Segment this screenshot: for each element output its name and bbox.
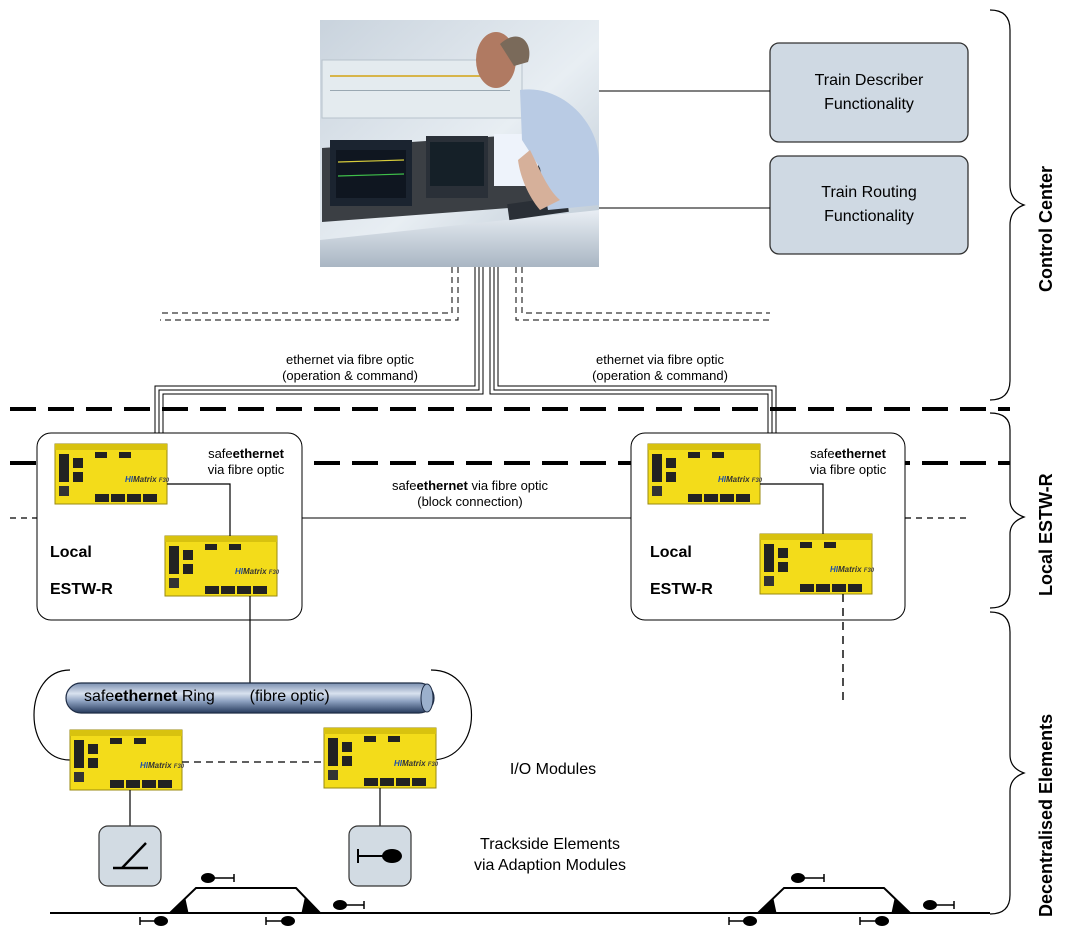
safeethernet-label-left: safeethernet via fibre optic <box>207 446 285 477</box>
plc-module-icon <box>323 727 440 789</box>
track-signal-icon <box>139 873 955 926</box>
local-estw-label-left: Local ESTW-R <box>50 544 113 598</box>
plc-module-icon <box>647 443 764 505</box>
ring-tube <box>65 682 435 714</box>
track-diagram <box>50 887 990 914</box>
plc-module-icon <box>759 533 876 595</box>
train-routing-label: Train Routing Functionality <box>821 184 917 225</box>
io-modules-label: I/O Modules <box>509 761 597 778</box>
ethernet-label-right: ethernet via fibre optic (operation & co… <box>592 352 728 383</box>
section-label-local-estw: Local ESTW-R <box>1036 473 1056 596</box>
ring-label: safeethernet Ring (fibre optic) <box>84 688 330 705</box>
ethernet-label-left: ethernet via fibre optic (operation & co… <box>282 352 418 383</box>
local-estw-label-right: Local ESTW-R <box>650 544 713 598</box>
section-brace <box>989 9 1026 915</box>
safeethernet-label-right: safeethernet via fibre optic <box>809 446 887 477</box>
train-describer-label: Train Describer Functionality <box>814 72 924 113</box>
control-room-photo-icon <box>320 20 599 267</box>
ethernet-link-left <box>154 267 484 433</box>
dashed-network-left <box>160 267 459 321</box>
section-label-control-center: Control Center <box>1036 166 1056 292</box>
plc-module-icon <box>54 443 171 505</box>
plc-module-icon <box>69 729 186 791</box>
section-label-decentralised: Decentralised Elements <box>1036 713 1056 917</box>
train-describer-box <box>769 42 969 143</box>
block-connection-label: safeethernet via fibre optic (block conn… <box>391 478 549 509</box>
train-routing-box <box>769 155 969 255</box>
trackside-label: Trackside Elements via Adaption Modules <box>473 836 627 874</box>
module-link-left <box>167 483 231 536</box>
switch-point-icon <box>98 825 162 887</box>
dashed-network-right <box>515 267 770 321</box>
ring-loop <box>33 669 472 761</box>
plc-module-icon <box>164 535 281 597</box>
module-link-right <box>760 483 824 534</box>
